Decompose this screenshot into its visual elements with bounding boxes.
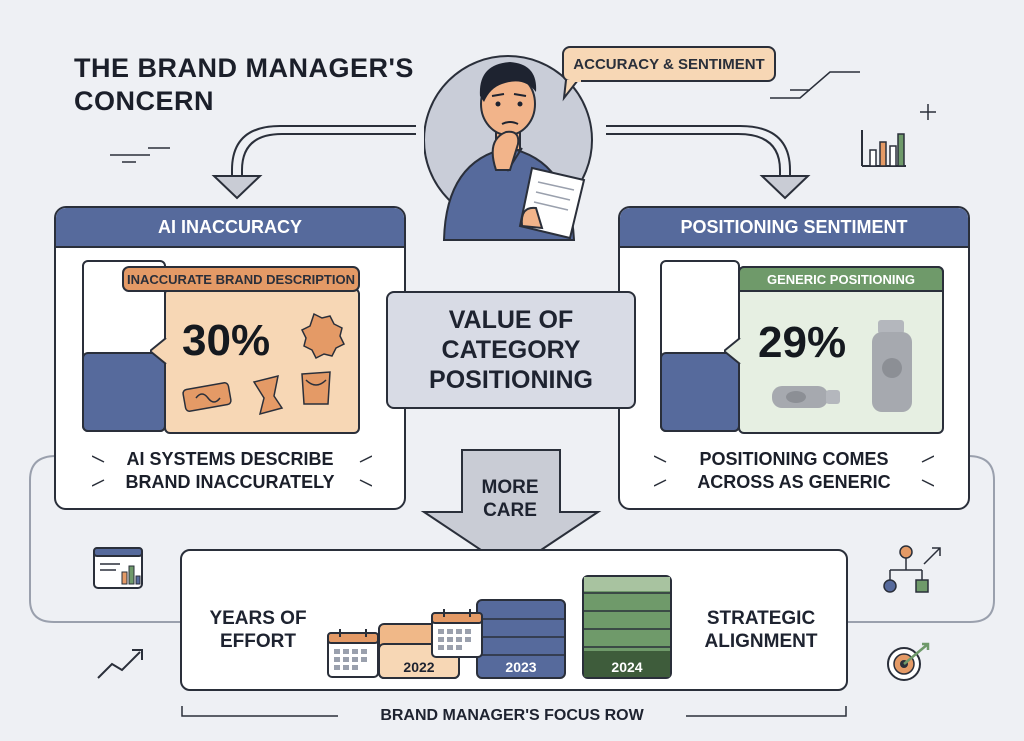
center-line3: POSITIONING [429,366,593,394]
focus-row-footer: BRAND MANAGER'S FOCUS ROW [380,707,644,724]
inaccurate-description-label: INACCURATE BRAND DESCRIPTION [122,266,360,292]
strategic-alignment-line2: ALIGNMENT [704,631,818,652]
value-of-category-positioning: VALUE OF CATEGORY POSITIONING [386,291,636,409]
year-stack-2023 [476,599,566,679]
report-icon [93,547,143,589]
accent-bar [660,352,740,432]
focus-row-box: YEARS OF EFFORT STRATEGIC ALIGNMENT 2022… [180,549,848,691]
more-care-line1: MORE [481,477,539,498]
accent-bar [82,352,166,432]
accuracy-sentiment-tag: ACCURACY & SENTIMENT [562,46,776,82]
tag-pointer [562,80,581,102]
right-caption-line1: POSITIONING COMES [699,449,889,469]
year-label-2024: 2024 [611,659,643,675]
brand-shapes-icon [182,312,346,416]
left-caption: AI SYSTEMS DESCRIBE BRAND INACCURATELY [56,448,404,494]
center-line2: CATEGORY [441,336,581,364]
trend-line-icon [97,649,143,679]
inaccuracy-percent: 30% [182,316,271,365]
year-stack-2024-lines [582,577,672,677]
generic-positioning-label: GENERIC POSITIONING [738,266,944,292]
bubble-pointer [724,338,741,364]
left-caption-line2: BRAND INACCURATELY [125,472,335,492]
left-caption-line1: AI SYSTEMS DESCRIBE [126,449,334,469]
thinking-person [424,55,593,241]
left-caption-ticks [92,455,372,487]
right-caption-line2: ACROSS AS GENERIC [697,472,891,492]
year-label-2023: 2023 [505,659,537,675]
more-care-line2: CARE [483,500,537,521]
calendar-icon [431,609,483,658]
years-of-effort-line1: YEARS OF [209,608,307,629]
more-care-label: MORE CARE [470,476,550,522]
bar-chart-icon [861,130,906,167]
year-stack-2023-lines [476,618,566,656]
right-caption-ticks [654,455,934,487]
bubble-pointer [150,338,167,364]
center-line1: VALUE OF [448,306,574,334]
positioning-sentiment-panel: POSITIONING SENTIMENT GENERIC POSITIONIN… [618,206,970,510]
year-label-2022: 2022 [403,659,435,675]
strategic-alignment-line1: STRATEGIC [706,608,816,629]
generic-percent: 29% [758,318,847,367]
panel-header: POSITIONING SENTIMENT [620,208,968,248]
generic-product-icon [772,320,912,412]
page-title: THE BRAND MANAGER'S CONCERN [74,53,414,116]
years-of-effort: YEARS OF EFFORT [198,607,318,653]
org-chart-icon [883,545,941,593]
years-of-effort-line2: EFFORT [220,631,296,652]
ai-inaccuracy-panel: AI INACCURACY INACCURATE BRAND DESCRIPTI… [54,206,406,510]
calendar-icon [327,629,379,678]
right-caption: POSITIONING COMES ACROSS AS GENERIC [620,448,968,494]
strategic-alignment: STRATEGIC ALIGNMENT [686,607,836,653]
target-icon [887,642,930,681]
panel-header: AI INACCURACY [56,208,404,248]
